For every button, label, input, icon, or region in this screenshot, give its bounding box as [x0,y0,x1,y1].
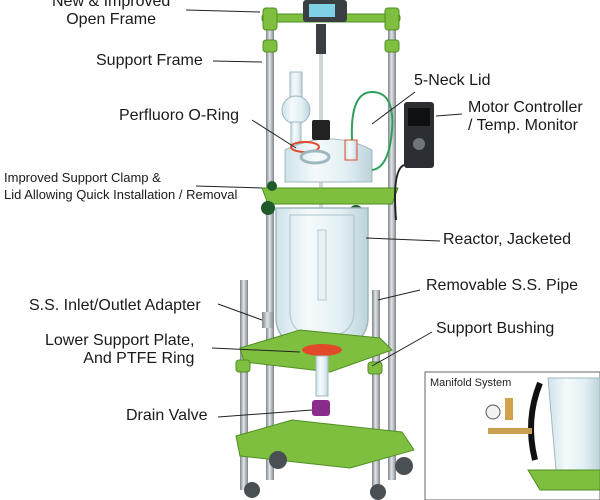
probe-cable [350,90,394,171]
motor-controller [394,102,434,221]
label-perfluoro-o-ring: Perfluoro O-Ring [119,107,240,124]
label-support-clamp: Improved Support Clamp & Lid Allowing Qu… [4,170,238,203]
label-support-frame: Support Frame [96,52,203,69]
inset-title: Manifold System [430,377,512,389]
label-ss-inlet-outlet: S.S. Inlet/Outlet Adapter [29,297,201,314]
label-lower-support-plate: Lower Support Plate, And PTFE Ring [45,332,195,367]
top-control-box [303,0,347,22]
lower-support-plate [235,329,393,375]
five-neck-lid [284,120,373,183]
label-open-frame: New & Improved Open Frame [52,0,171,28]
label-reactor-jacketed: Reactor, Jacketed [443,231,572,248]
label-drain-valve: Drain Valve [126,407,208,424]
label-motor-controller: Motor Controller / Temp. Monitor [468,99,583,134]
manifold-inset [424,371,600,500]
condenser [281,71,311,145]
reactor-vessel [262,207,369,351]
label-removable-ss-pipe: Removable S.S. Pipe [426,277,579,294]
label-support-bushing: Support Bushing [436,320,555,337]
support-frame [240,7,401,490]
leader-lines [185,9,463,418]
drain-valve [312,355,330,416]
base-frame [235,419,415,500]
label-five-neck-lid: 5-Neck Lid [414,72,491,89]
